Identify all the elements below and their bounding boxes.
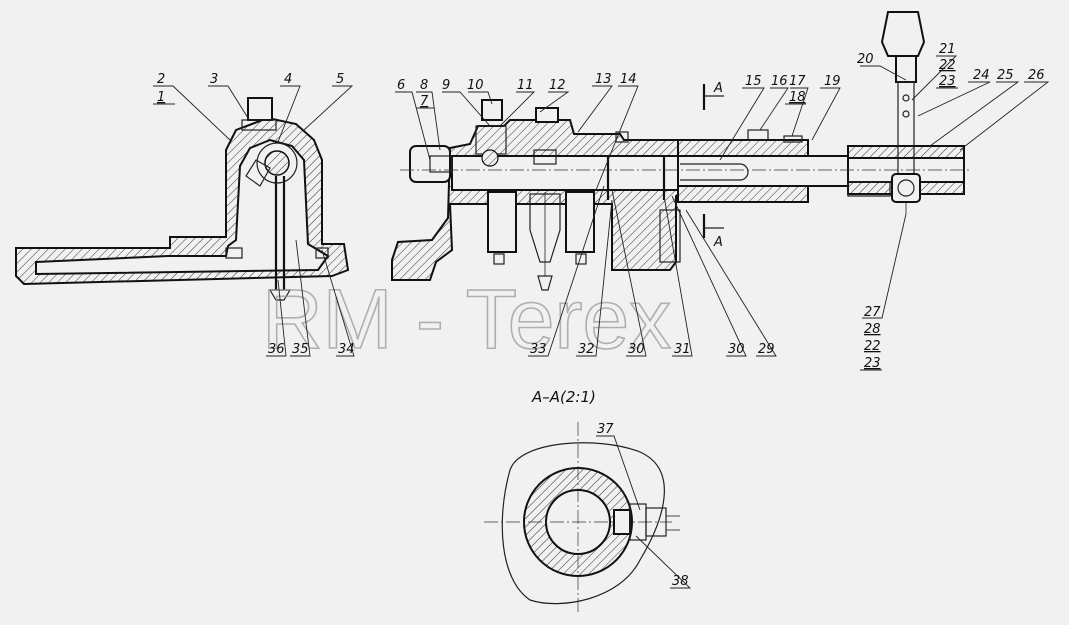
callout-12: 12 [549,78,566,93]
callout-14: 14 [620,72,637,87]
callout-30-left: 30 [628,342,645,357]
callout-38: 38 [672,574,689,589]
callout-36: 36 [268,342,285,357]
right-shaft-view [677,11,965,214]
callout-1: 1 [157,90,165,105]
callout-22-bottom: 22 [864,339,881,354]
callout-37: 37 [597,422,614,437]
callout-7: 7 [420,94,429,109]
callout-25: 25 [997,68,1014,83]
callout-10: 10 [467,78,484,93]
callout-16: 16 [771,74,788,89]
callout-24: 24 [973,68,990,83]
left-housing-view [15,97,350,301]
callout-20: 20 [857,52,874,67]
callout-35: 35 [292,342,309,357]
callout-underlines [153,87,958,371]
callout-17: 17 [789,74,806,89]
callout-32: 32 [578,342,595,357]
callout-23-bottom: 23 [864,356,881,371]
callout-8: 8 [420,78,428,93]
callout-4: 4 [284,72,292,87]
callout-28: 28 [864,322,881,337]
callout-23-top: 23 [939,74,956,89]
callout-34: 34 [338,342,355,357]
callout-31: 31 [674,342,691,357]
section-a-a-view: A–A(2:1) [484,388,680,612]
callout-2: 2 [157,72,165,87]
callout-3: 3 [210,72,218,87]
section-marker-bottom: A [713,235,723,250]
callout-5: 5 [336,72,344,87]
callout-11: 11 [517,78,534,93]
section-title: A–A(2:1) [531,388,596,406]
callout-30-right: 30 [728,342,745,357]
callout-26: 26 [1028,68,1045,83]
section-marker-top: A [713,81,723,96]
callout-labels: 2 1 3 4 5 6 8 7 9 10 11 12 13 14 15 16 1… [157,42,1045,589]
callout-22-top: 22 [939,58,956,73]
callout-21: 21 [939,42,956,57]
central-housing-view [391,99,684,291]
callout-18: 18 [789,90,806,105]
callout-15: 15 [745,74,762,89]
watermark: RM - Terex [262,272,671,366]
section-marks: A A [702,81,724,250]
leader-lines [153,55,1050,589]
callout-6: 6 [397,78,405,93]
callout-9: 9 [442,78,450,93]
callout-29: 29 [758,342,775,357]
callout-19: 19 [824,74,841,89]
callout-33: 33 [530,342,547,357]
callout-27: 27 [864,305,881,320]
callout-13: 13 [595,72,612,87]
